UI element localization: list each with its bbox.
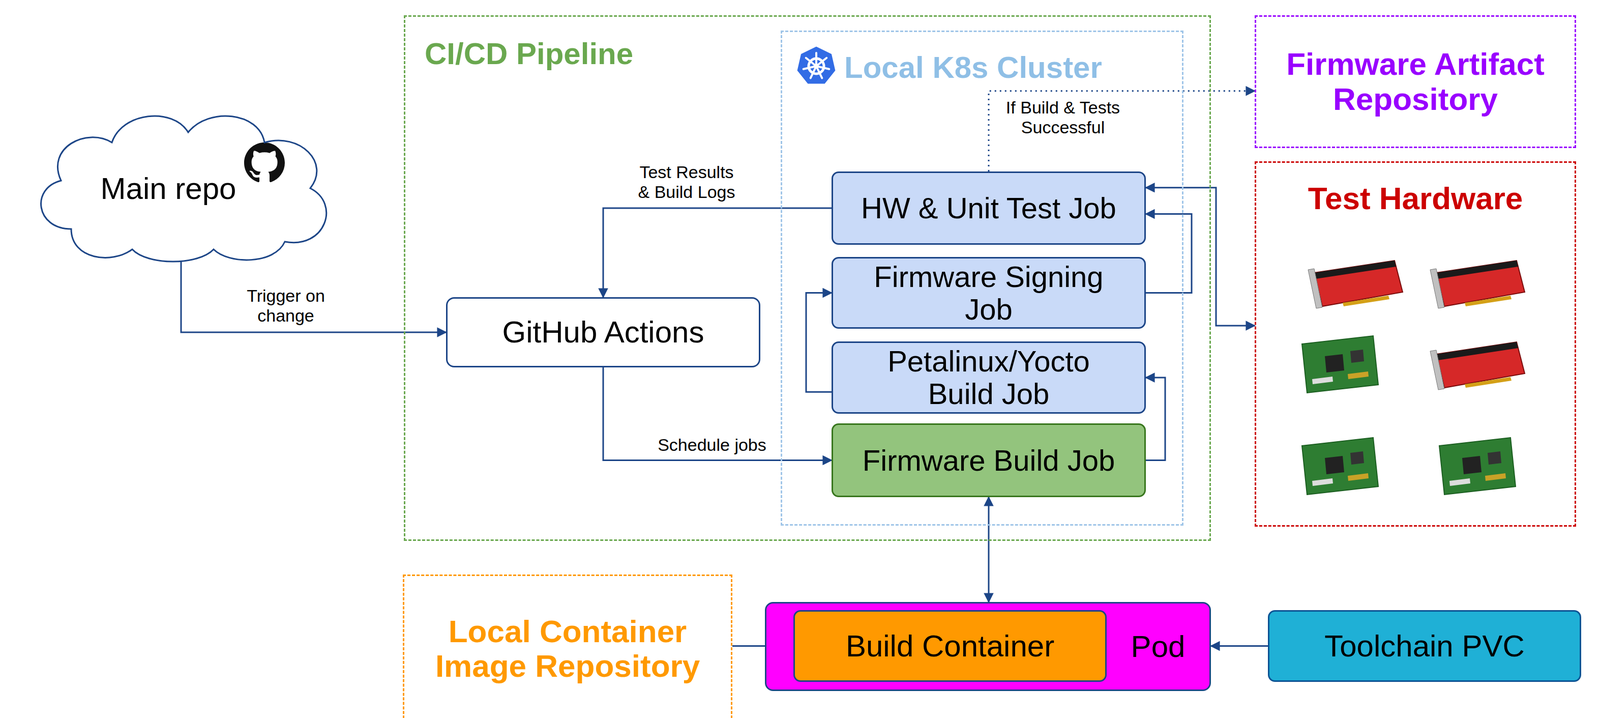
cloud-outline — [41, 115, 327, 262]
edge-label: Trigger on change — [234, 285, 337, 326]
node-label: Local Container Image Repository — [420, 613, 716, 684]
container-box: Build Container — [793, 609, 1107, 682]
connector-arrow — [988, 91, 1255, 172]
card-bracket — [1308, 268, 1323, 309]
connector-arrow — [806, 292, 832, 393]
connector-arrow — [988, 496, 990, 602]
node-label: Pod — [1106, 603, 1210, 690]
board-chip — [1324, 353, 1345, 373]
dev-board — [1439, 437, 1516, 495]
node-label: Firmware Signing Job — [853, 260, 1124, 326]
connector-arrow — [1145, 214, 1192, 293]
card-top — [1436, 341, 1519, 361]
cluster-region: Local K8s Cluster HW & Unit Test JobFirmw… — [780, 30, 1184, 526]
repository-box: Local Container Image Repository — [402, 574, 733, 718]
board-connector — [1312, 478, 1333, 486]
accelerator-card — [1430, 260, 1525, 309]
board-connector — [1312, 376, 1333, 384]
edge-label: Schedule jobs — [657, 434, 767, 455]
kubernetes-icon — [796, 45, 837, 85]
card-bracket — [1430, 349, 1445, 390]
job-box: HW & Unit Test Job — [831, 171, 1146, 245]
connector-arrow — [603, 367, 832, 461]
volume-box: Toolchain PVC — [1267, 609, 1582, 682]
hardware-region: Test Hardware — [1254, 161, 1577, 527]
card-body — [1314, 260, 1403, 307]
connector-arrow — [1210, 644, 1268, 647]
card-fingers — [1464, 295, 1512, 307]
connector-arrow — [1145, 187, 1255, 326]
node-label: GitHub Actions — [502, 315, 705, 349]
card-top — [1436, 260, 1519, 279]
board-chip — [1487, 451, 1502, 465]
node-label: Main repo — [100, 171, 237, 206]
job-box: Petalinux/Yocto Build Job — [831, 341, 1146, 414]
node-label: Toolchain PVC — [1324, 629, 1525, 663]
node-label: Petalinux/Yocto Build Job — [853, 344, 1124, 410]
kubernetes-hub — [813, 63, 819, 69]
accelerator-card — [1308, 260, 1403, 309]
card-body — [1436, 260, 1525, 307]
edge-label: If Build & Tests Successful — [999, 97, 1127, 138]
board-chip — [1324, 455, 1345, 474]
card-body — [1436, 341, 1525, 388]
kubernetes-spokes — [803, 52, 830, 78]
node-label: Test Hardware — [1256, 181, 1575, 216]
pod-box: Pod Build Container — [764, 601, 1211, 691]
job-box: Firmware Build Job — [831, 423, 1146, 497]
board-connector — [1347, 371, 1369, 379]
node-label: Firmware Artifact Repository — [1272, 46, 1558, 116]
github-mark — [244, 142, 285, 183]
connector-arrow — [603, 208, 832, 298]
board-chip — [1350, 451, 1365, 465]
node-label: CI/CD Pipeline — [424, 37, 634, 71]
board-pcb — [1301, 335, 1379, 393]
node-label: HW & Unit Test Job — [861, 191, 1117, 225]
card-fingers — [1342, 295, 1390, 307]
card-bracket — [1430, 268, 1445, 309]
dev-board — [1301, 437, 1379, 495]
pipeline-region: CI/CD PipelineGitHub Actions Local K8s Cl… — [403, 15, 1211, 541]
connector-arrow — [181, 261, 447, 333]
card-top — [1314, 260, 1397, 279]
board-chip — [1462, 455, 1482, 474]
job-box: Firmware Signing Job — [831, 256, 1146, 330]
node-label: Local K8s Cluster — [844, 50, 1103, 85]
kubernetes-heptagon — [796, 45, 837, 85]
connector-arrow — [1145, 377, 1166, 461]
cloud-node: Main repo — [25, 101, 337, 266]
board-connector — [1485, 472, 1506, 481]
board-pcb — [1301, 437, 1379, 495]
dev-board — [1301, 335, 1379, 393]
node-label: Firmware Build Job — [862, 443, 1115, 477]
board-connector — [1449, 478, 1471, 486]
github-icon — [244, 142, 285, 183]
board-chip — [1350, 349, 1365, 363]
accelerator-card — [1430, 341, 1525, 390]
node-label: Build Container — [845, 629, 1055, 663]
edge-label: Test Results & Build Logs — [633, 162, 740, 202]
process-box: GitHub Actions — [446, 297, 761, 368]
board-pcb — [1439, 437, 1516, 495]
card-fingers — [1464, 376, 1512, 388]
board-connector — [1347, 472, 1369, 481]
repository-box: Firmware Artifact Repository — [1254, 15, 1577, 148]
